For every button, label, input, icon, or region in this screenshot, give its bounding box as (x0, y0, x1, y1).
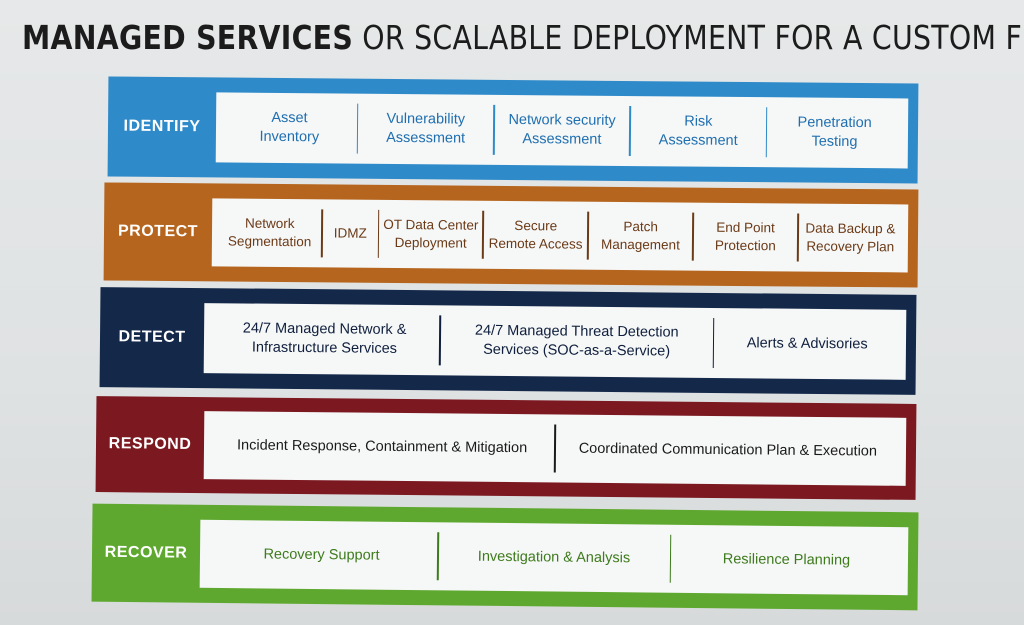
band-protect: PROTECT Network Segmentation IDMZ OT Dat… (103, 182, 919, 288)
band-label-protect: PROTECT (117, 222, 199, 241)
band-label-identify: IDENTIFY (123, 117, 201, 136)
item-recovery-support: Recovery Support (263, 546, 380, 564)
item-coordinated-communication: Coordinated Communication Plan & Executi… (578, 440, 878, 460)
item-managed-network-services: 24/7 Managed Network & Infrastructure Se… (242, 320, 407, 357)
band-label-recover: RECOVER (104, 543, 188, 562)
band-detect: DETECT 24/7 Managed Network & Infrastruc… (99, 287, 917, 395)
band-items-identify: Asset Inventory Vulnerability Assessment… (215, 92, 909, 169)
band-label-detect: DETECT (118, 328, 186, 346)
item-risk-assessment: Risk Assessment (658, 113, 738, 149)
band-recover: RECOVER Recovery Support Investigation &… (91, 503, 919, 611)
item-incident-response: Incident Response, Containment & Mitigat… (236, 436, 528, 456)
band-label-respond: RESPOND (108, 435, 192, 453)
item-managed-threat-detection: 24/7 Managed Threat Detection Services (… (474, 322, 679, 360)
item-alerts-advisories: Alerts & Advisories (746, 334, 868, 353)
item-vulnerability-assessment: Vulnerability Assessment (386, 111, 466, 147)
item-penetration-testing: Penetration Testing (797, 114, 872, 151)
band-items-detect: 24/7 Managed Network & Infrastructure Se… (203, 303, 907, 380)
band-items-recover: Recovery Support Investigation & Analysi… (199, 519, 909, 596)
title-bold: MANAGED SERVICES (22, 18, 354, 57)
item-investigation-analysis: Investigation & Analysis (477, 548, 631, 566)
item-ot-data-center-deployment: OT Data Center Deployment (383, 217, 479, 251)
item-idmz: IDMZ (333, 225, 367, 241)
title-rest: OR SCALABLE DEPLOYMENT FOR A CUSTOM FIT (353, 18, 1024, 57)
item-patch-management: Patch Management (600, 219, 680, 253)
item-network-security-assessment: Network security Assessment (508, 112, 616, 148)
item-secure-remote-access: Secure Remote Access (488, 218, 583, 252)
item-asset-inventory: Asset Inventory (259, 110, 320, 146)
band-identify: IDENTIFY Asset Inventory Vulnerability A… (107, 76, 919, 184)
item-data-backup-recovery-plan: Data Backup & Recovery Plan (805, 221, 896, 255)
item-end-point-protection: End Point Protection (714, 220, 776, 254)
band-items-respond: Incident Response, Containment & Mitigat… (203, 411, 907, 486)
item-network-segmentation: Network Segmentation (227, 216, 312, 250)
band-items-protect: Network Segmentation IDMZ OT Data Center… (211, 198, 909, 273)
page-title: MANAGED SERVICES OR SCALABLE DEPLOYMENT … (22, 18, 1024, 57)
item-resilience-planning: Resilience Planning (722, 550, 851, 569)
band-respond: RESPOND Incident Response, Containment &… (95, 396, 917, 500)
